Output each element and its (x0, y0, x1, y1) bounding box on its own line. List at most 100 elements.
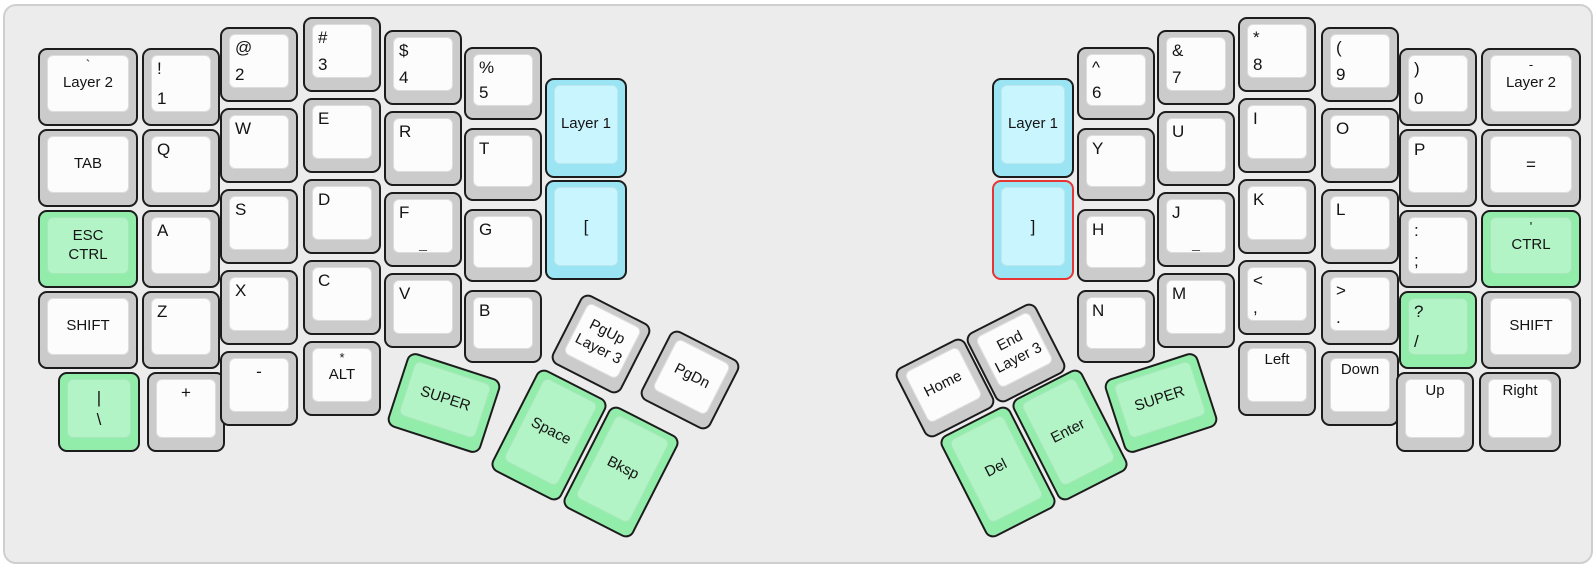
key-rbracket[interactable]: ] (992, 180, 1074, 280)
key-super-left[interactable]: SUPER (385, 350, 503, 456)
key-layer1-left[interactable]: Layer 1 (545, 78, 627, 178)
key-quote-ctrl[interactable]: 'CTRL (1481, 210, 1581, 288)
keycap: H (1086, 216, 1146, 268)
key-down-arrow[interactable]: Down (1321, 351, 1399, 426)
keycap: E (312, 105, 372, 159)
key-s[interactable]: S (220, 189, 298, 264)
key-question-slash[interactable]: ?/ (1399, 291, 1477, 369)
keycap: PgDn (651, 337, 732, 416)
key-2[interactable]: @2 (220, 27, 298, 102)
key-legend-main: Left (1264, 351, 1290, 368)
key-m[interactable]: M (1157, 273, 1235, 348)
key-1[interactable]: !1 (142, 48, 220, 126)
key-layer2-right[interactable]: -Layer 2 (1481, 48, 1581, 126)
key-x[interactable]: X (220, 270, 298, 345)
key-4[interactable]: $4 (384, 30, 462, 105)
key-n[interactable]: N (1077, 290, 1155, 363)
key-z[interactable]: Z (142, 291, 220, 369)
key-3[interactable]: #3 (303, 17, 381, 92)
key-legend-main: Up (1425, 382, 1445, 399)
key-pipe-backslash[interactable]: | \ (58, 372, 140, 452)
key-legend-main: L (1336, 200, 1346, 219)
key-legend-main: 4 (399, 67, 409, 87)
key-comma[interactable]: <, (1238, 260, 1316, 335)
key-legend-main: 5 (479, 82, 489, 102)
key-t[interactable]: T (464, 128, 542, 201)
key-legend-shifted: # (318, 28, 328, 47)
key-plus[interactable]: + (147, 372, 225, 452)
key-legend-main: O (1336, 119, 1350, 138)
key-y[interactable]: Y (1077, 128, 1155, 201)
key-a[interactable]: A (142, 210, 220, 288)
key-u[interactable]: U (1157, 111, 1235, 186)
keycap: X (229, 277, 289, 331)
key-q[interactable]: Q (142, 129, 220, 207)
key-legend-shifted: ' (1529, 219, 1533, 234)
key-layer1-right[interactable]: Layer 1 (992, 78, 1074, 178)
key-equals[interactable]: = (1481, 129, 1581, 207)
key-l[interactable]: L (1321, 189, 1399, 264)
key-right-arrow[interactable]: Right (1479, 372, 1561, 452)
key-p[interactable]: P (1399, 129, 1477, 207)
key-j[interactable]: J_ (1157, 192, 1235, 267)
key-r[interactable]: R (384, 111, 462, 186)
key-tab[interactable]: TAB (38, 129, 138, 207)
key-b[interactable]: B (464, 290, 542, 363)
key-f[interactable]: F_ (384, 192, 462, 267)
key-shift-right[interactable]: SHIFT (1481, 291, 1581, 369)
key-legend-main: R (399, 122, 412, 141)
key-semicolon[interactable]: :; (1399, 210, 1477, 288)
keycap: L (1330, 196, 1390, 250)
key-shift-left[interactable]: SHIFT (38, 291, 138, 369)
keycap: Down (1330, 358, 1390, 412)
keycap: Layer 1 (1001, 85, 1065, 164)
key-legend-main: / (1414, 331, 1419, 351)
key-legend-shifted: ( (1336, 38, 1342, 57)
key-0[interactable]: )0 (1399, 48, 1477, 126)
key-legend-main: D (318, 190, 331, 209)
key-h[interactable]: H (1077, 209, 1155, 282)
key-9[interactable]: (9 (1321, 27, 1399, 102)
key-e[interactable]: E (303, 98, 381, 173)
key-legend-shifted: ? (1414, 302, 1424, 321)
keycap: :; (1408, 217, 1468, 274)
key-left-arrow[interactable]: Left (1238, 341, 1316, 416)
key-6[interactable]: ^6 (1077, 47, 1155, 120)
key-legend-main: ; (1414, 250, 1419, 270)
keycap: K (1247, 186, 1307, 240)
key-legend-main: + (181, 383, 191, 402)
key-legend-main: V (399, 284, 411, 303)
key-legend-main: Right (1502, 382, 1538, 399)
key-w[interactable]: W (220, 108, 298, 183)
key-8[interactable]: *8 (1238, 17, 1316, 92)
key-c[interactable]: C (303, 260, 381, 335)
key-period[interactable]: >. (1321, 270, 1399, 345)
key-lbracket[interactable]: [ (545, 180, 627, 280)
key-legend-main: | \ (96, 388, 102, 429)
key-legend-main: Z (157, 302, 168, 321)
key-d[interactable]: D (303, 179, 381, 254)
key-up-arrow[interactable]: Up (1396, 372, 1474, 452)
key-k[interactable]: K (1238, 179, 1316, 254)
key-legend-main: Home (921, 367, 965, 401)
keycap: R (393, 118, 453, 172)
keycap: 'CTRL (1490, 217, 1572, 274)
key-5[interactable]: %5 (464, 47, 542, 120)
key-legend-main: TAB (73, 155, 103, 173)
key-minus[interactable]: - (220, 351, 298, 426)
key-esc-ctrl[interactable]: ESC CTRL (38, 210, 138, 288)
key-layer2-left[interactable]: `Layer 2 (38, 48, 138, 126)
key-super-right[interactable]: SUPER (1102, 350, 1220, 456)
key-7[interactable]: &7 (1157, 30, 1235, 105)
key-alt[interactable]: *ALT (303, 341, 381, 416)
key-g[interactable]: G (464, 209, 542, 282)
key-legend-main: 0 (1414, 88, 1424, 108)
key-i[interactable]: I (1238, 98, 1316, 173)
key-o[interactable]: O (1321, 108, 1399, 183)
key-pgdn[interactable]: PgDn (637, 327, 743, 433)
key-legend-shifted: ! (157, 59, 162, 78)
key-v[interactable]: V (384, 273, 462, 348)
key-legend-shifted: < (1253, 271, 1263, 290)
key-legend-main: . (1336, 307, 1341, 327)
keycap: S (229, 196, 289, 250)
